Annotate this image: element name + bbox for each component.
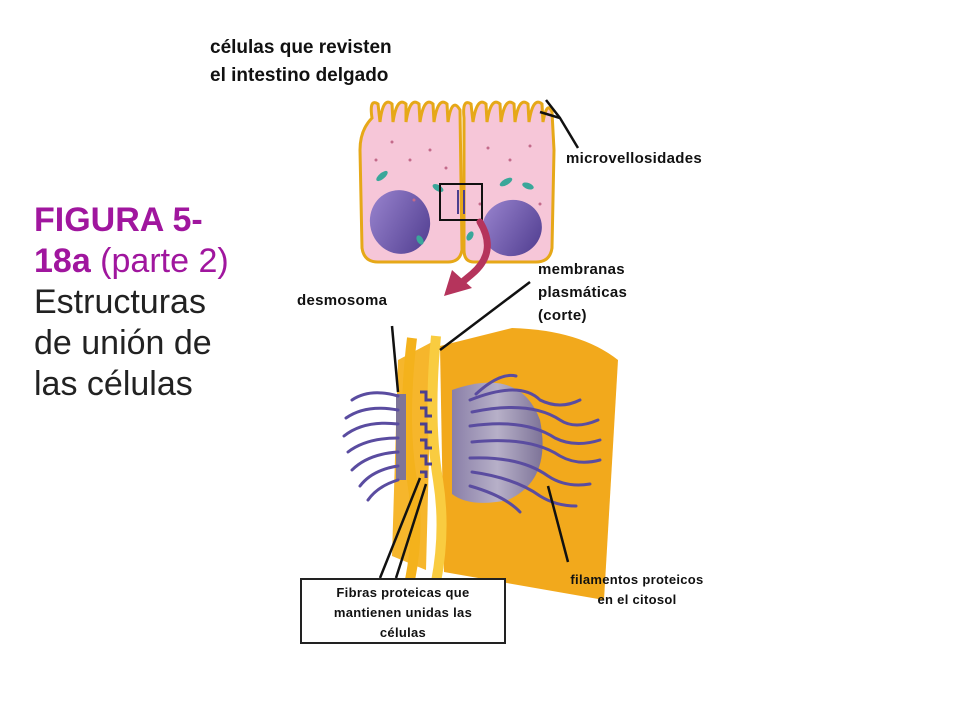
leader-lines <box>378 99 580 579</box>
figure-title-line2: 18a (parte 2) <box>34 241 274 282</box>
intestinal-cells-label-line2: el intestino delgado <box>210 65 389 86</box>
protein-fibers-label-box: Fibras proteicas que mantienen unidas la… <box>300 578 506 644</box>
right-nucleus <box>482 199 542 257</box>
right-filaments <box>468 373 602 514</box>
zoom-arrow-head <box>444 270 472 296</box>
figure-title-line1: FIGURA 5- <box>34 201 203 239</box>
filamentos-leader <box>546 485 570 563</box>
fibras-leader-1 <box>378 477 422 579</box>
plasma-membranes-label-line1: membranas <box>538 261 625 278</box>
plasma-membranes-label-line3: (corte) <box>538 307 587 324</box>
left-plaque <box>396 394 406 480</box>
intestinal-cells-label-line1: células que revisten <box>210 37 392 58</box>
intestinal-cells <box>358 100 556 264</box>
protein-fibers-label-line1: Fibras proteicas que <box>336 585 470 600</box>
mitochondria <box>376 170 534 245</box>
figure-title: FIGURA 5- 18a (parte 2) Estructuras de u… <box>34 200 274 405</box>
membrane-right-edge <box>427 335 447 583</box>
plasma-membranes-label: membranas plasmáticas (corte) <box>538 258 627 327</box>
cytosol-filaments-label-line1: filamentos proteicos <box>570 572 704 587</box>
micro-leader-2 <box>545 99 561 119</box>
fibras-leader-2 <box>394 483 428 579</box>
left-nucleus <box>369 190 431 254</box>
cytosol-filaments-label-line2: en el citosol <box>597 592 677 607</box>
protein-fibers-label-line2: mantienen unidas las <box>333 605 473 620</box>
zoom-arrow <box>456 218 491 288</box>
desmosome-label: desmosoma <box>297 292 388 309</box>
intestinal-cells-label: células que revisten el intestino delgad… <box>210 34 392 90</box>
figure-title-line4: de unión de <box>34 324 212 362</box>
desmosoma-leader <box>390 325 400 393</box>
cytosol-filaments-label: filamentos proteicos en el citosol <box>542 570 732 610</box>
figure-title-line3: Estructuras <box>34 283 206 321</box>
cytoplasm-granules <box>374 140 542 206</box>
left-filaments <box>342 391 400 502</box>
desmosome-highlight-box <box>439 183 483 221</box>
figure-title-part: (parte 2) <box>90 242 229 280</box>
membranas-leader <box>439 281 531 351</box>
mini-desmosome <box>457 190 465 214</box>
desmosome-detail <box>342 328 618 600</box>
protein-fibers-label-line3: células <box>379 625 427 640</box>
membrane-left-edge <box>402 337 421 581</box>
figure-title-number: 18a <box>34 242 91 280</box>
microvilli-label: microvellosidades <box>566 150 702 167</box>
linker-proteins <box>420 390 432 478</box>
figure-title-line5: las células <box>34 365 193 403</box>
plasma-membranes-label-line2: plasmáticas <box>538 284 628 301</box>
